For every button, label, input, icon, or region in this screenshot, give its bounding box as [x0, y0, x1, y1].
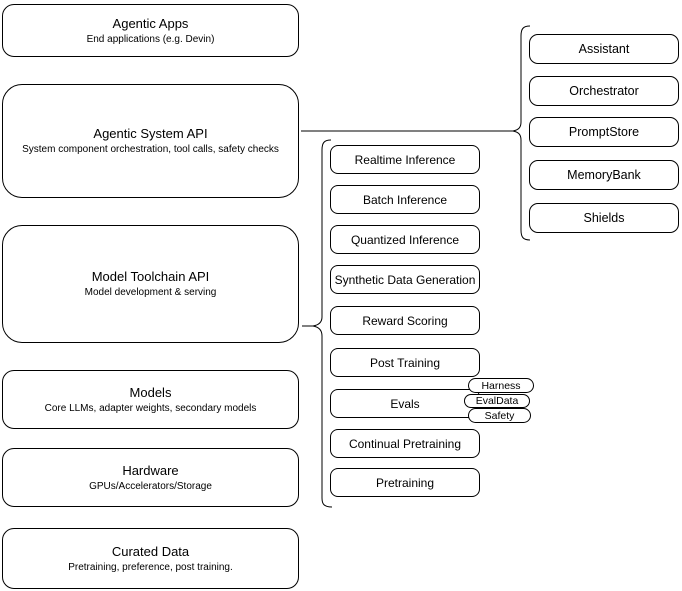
system-component-label: PromptStore [568, 125, 640, 139]
box-subtitle: Model development & serving [84, 287, 217, 298]
box-subtitle: End applications (e.g. Devin) [86, 33, 215, 45]
system-component-shields: Shields [529, 203, 679, 233]
toolchain-item-post-training: Post Training [330, 348, 480, 377]
box-model-toolchain-api: Model Toolchain API Model development & … [2, 225, 299, 343]
system-component-label: Orchestrator [569, 84, 639, 98]
system-component-memorybank: MemoryBank [529, 160, 679, 190]
eval-tag-label: Harness [481, 379, 521, 392]
box-title: Agentic System API [93, 126, 208, 141]
system-component-orchestrator: Orchestrator [529, 76, 679, 106]
toolchain-item-realtime-inference: Realtime Inference [330, 145, 480, 174]
toolchain-item-label: Pretraining [375, 475, 435, 490]
toolchain-item-pretraining: Pretraining [330, 468, 480, 497]
toolchain-item-label: Continual Pretraining [348, 436, 462, 451]
box-agentic-system-api: Agentic System API System component orch… [2, 84, 299, 198]
toolchain-item-label: Evals [390, 396, 420, 411]
toolchain-item-quantized-inference: Quantized Inference [330, 225, 480, 254]
toolchain-item-label: Batch Inference [362, 192, 448, 207]
toolchain-item-label: Reward Scoring [362, 313, 448, 328]
eval-tag-evaldata: EvalData [464, 394, 530, 408]
toolchain-item-label: Quantized Inference [350, 232, 460, 247]
toolchain-item-label: Realtime Inference [354, 152, 456, 167]
box-subtitle: Pretraining, preference, post training. [68, 561, 233, 573]
system-component-assistant: Assistant [529, 34, 679, 64]
box-hardware: Hardware GPUs/Accelerators/Storage [2, 448, 299, 507]
system-component-label: Shields [583, 211, 625, 225]
box-title: Models [129, 384, 172, 400]
box-models: Models Core LLMs, adapter weights, secon… [2, 370, 299, 429]
toolchain-item-synthetic-data-generation: Synthetic Data Generation [330, 265, 480, 294]
toolchain-item-batch-inference: Batch Inference [330, 185, 480, 214]
box-title: Agentic Apps [112, 15, 189, 31]
eval-tag-safety: Safety [468, 408, 531, 423]
toolchain-item-label: Synthetic Data Generation [334, 272, 476, 287]
box-title: Model Toolchain API [91, 269, 210, 284]
curly-brace-toolchain-items [312, 139, 333, 508]
eval-tag-label: Safety [484, 409, 515, 422]
toolchain-item-evals: Evals [330, 389, 480, 418]
toolchain-item-continual-pretraining: Continual Pretraining [330, 429, 480, 458]
box-agentic-apps: Agentic Apps End applications (e.g. Devi… [2, 4, 299, 57]
box-title: Curated Data [111, 543, 190, 559]
system-component-promptstore: PromptStore [529, 117, 679, 147]
eval-tag-label: EvalData [475, 395, 519, 407]
box-subtitle: System component orchestration, tool cal… [22, 144, 279, 155]
system-component-label: Assistant [578, 42, 630, 56]
toolchain-item-reward-scoring: Reward Scoring [330, 306, 480, 335]
system-component-label: MemoryBank [567, 168, 641, 182]
box-subtitle: Core LLMs, adapter weights, secondary mo… [44, 402, 257, 414]
box-title: Hardware [122, 462, 179, 478]
box-curated-data: Curated Data Pretraining, preference, po… [2, 528, 299, 589]
toolchain-item-label: Post Training [369, 355, 441, 370]
curly-brace-system-components [512, 25, 531, 241]
box-subtitle: GPUs/Accelerators/Storage [89, 480, 212, 492]
eval-tag-harness: Harness [468, 378, 534, 393]
